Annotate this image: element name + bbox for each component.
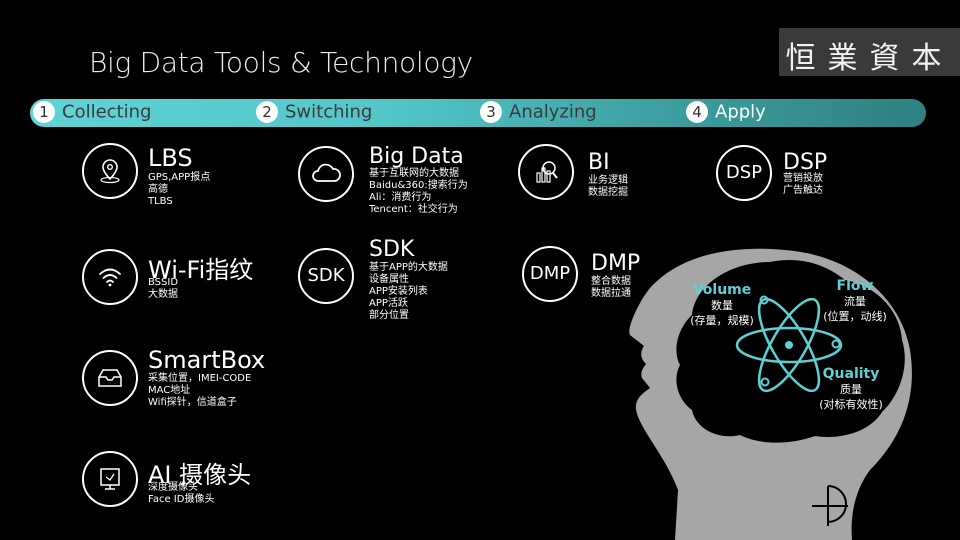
stage-label: Apply (715, 101, 766, 123)
sdk-icon: SDK (298, 248, 354, 304)
dmp-title: DMP (591, 251, 641, 276)
dmp-details: 整合数据数据拉通 (591, 276, 631, 299)
stage-label: Switching (285, 101, 373, 123)
stage-label: Collecting (62, 101, 152, 123)
brain-quality: Quality 质量 (对标有效性) (819, 366, 883, 411)
dsp-icon: DSP (716, 145, 772, 201)
smartbox-title: SmartBox (148, 346, 266, 374)
stage-bar (30, 99, 926, 127)
brand-text: 恒業資本 (785, 41, 954, 76)
sdk-title: SDK (369, 237, 415, 262)
dsp-title: DSP (783, 150, 828, 175)
big-data-title: Big Data (369, 144, 464, 169)
location-pin-icon (82, 143, 138, 199)
bi-details: 业务逻辑数据挖掘 (588, 175, 628, 198)
brain-flow: Flow 流量 (位置，动线) (823, 278, 887, 323)
cloud-icon (298, 146, 354, 202)
stage-analyzing: 3 Analyzing (480, 101, 597, 125)
camera-icon (82, 451, 138, 507)
wifi-icon (82, 249, 138, 305)
stage-label: Analyzing (509, 101, 597, 123)
dmp-icon: DMP (522, 246, 578, 302)
stage-number: 1 (33, 101, 55, 123)
brand-logo: 恒業資本 (779, 28, 960, 76)
ai-camera-title: AI 摄像头 (148, 461, 252, 489)
page-title: Big Data Tools & Technology (89, 46, 473, 79)
stage-number: 2 (256, 101, 278, 123)
wifi-title: Wi-Fi指纹 (148, 256, 254, 284)
lbs-title: LBS (148, 144, 193, 172)
inbox-tray-icon (82, 350, 138, 406)
dsp-details: 营销投放广告触达 (783, 173, 823, 196)
stage-number: 3 (480, 101, 502, 123)
corner-logo-icon (812, 485, 848, 526)
stage-number: 4 (686, 101, 708, 123)
stage-apply: 4 Apply (686, 101, 766, 125)
brain-volume: Volume 数量 (存量，规模) (690, 282, 754, 327)
stage-collecting: 1 Collecting (33, 101, 151, 125)
head-silhouette (629, 248, 912, 540)
stage-switching: 2 Switching (256, 101, 372, 125)
bi-title: BI (588, 150, 610, 175)
bar-chart-magnifier-icon (518, 144, 574, 200)
